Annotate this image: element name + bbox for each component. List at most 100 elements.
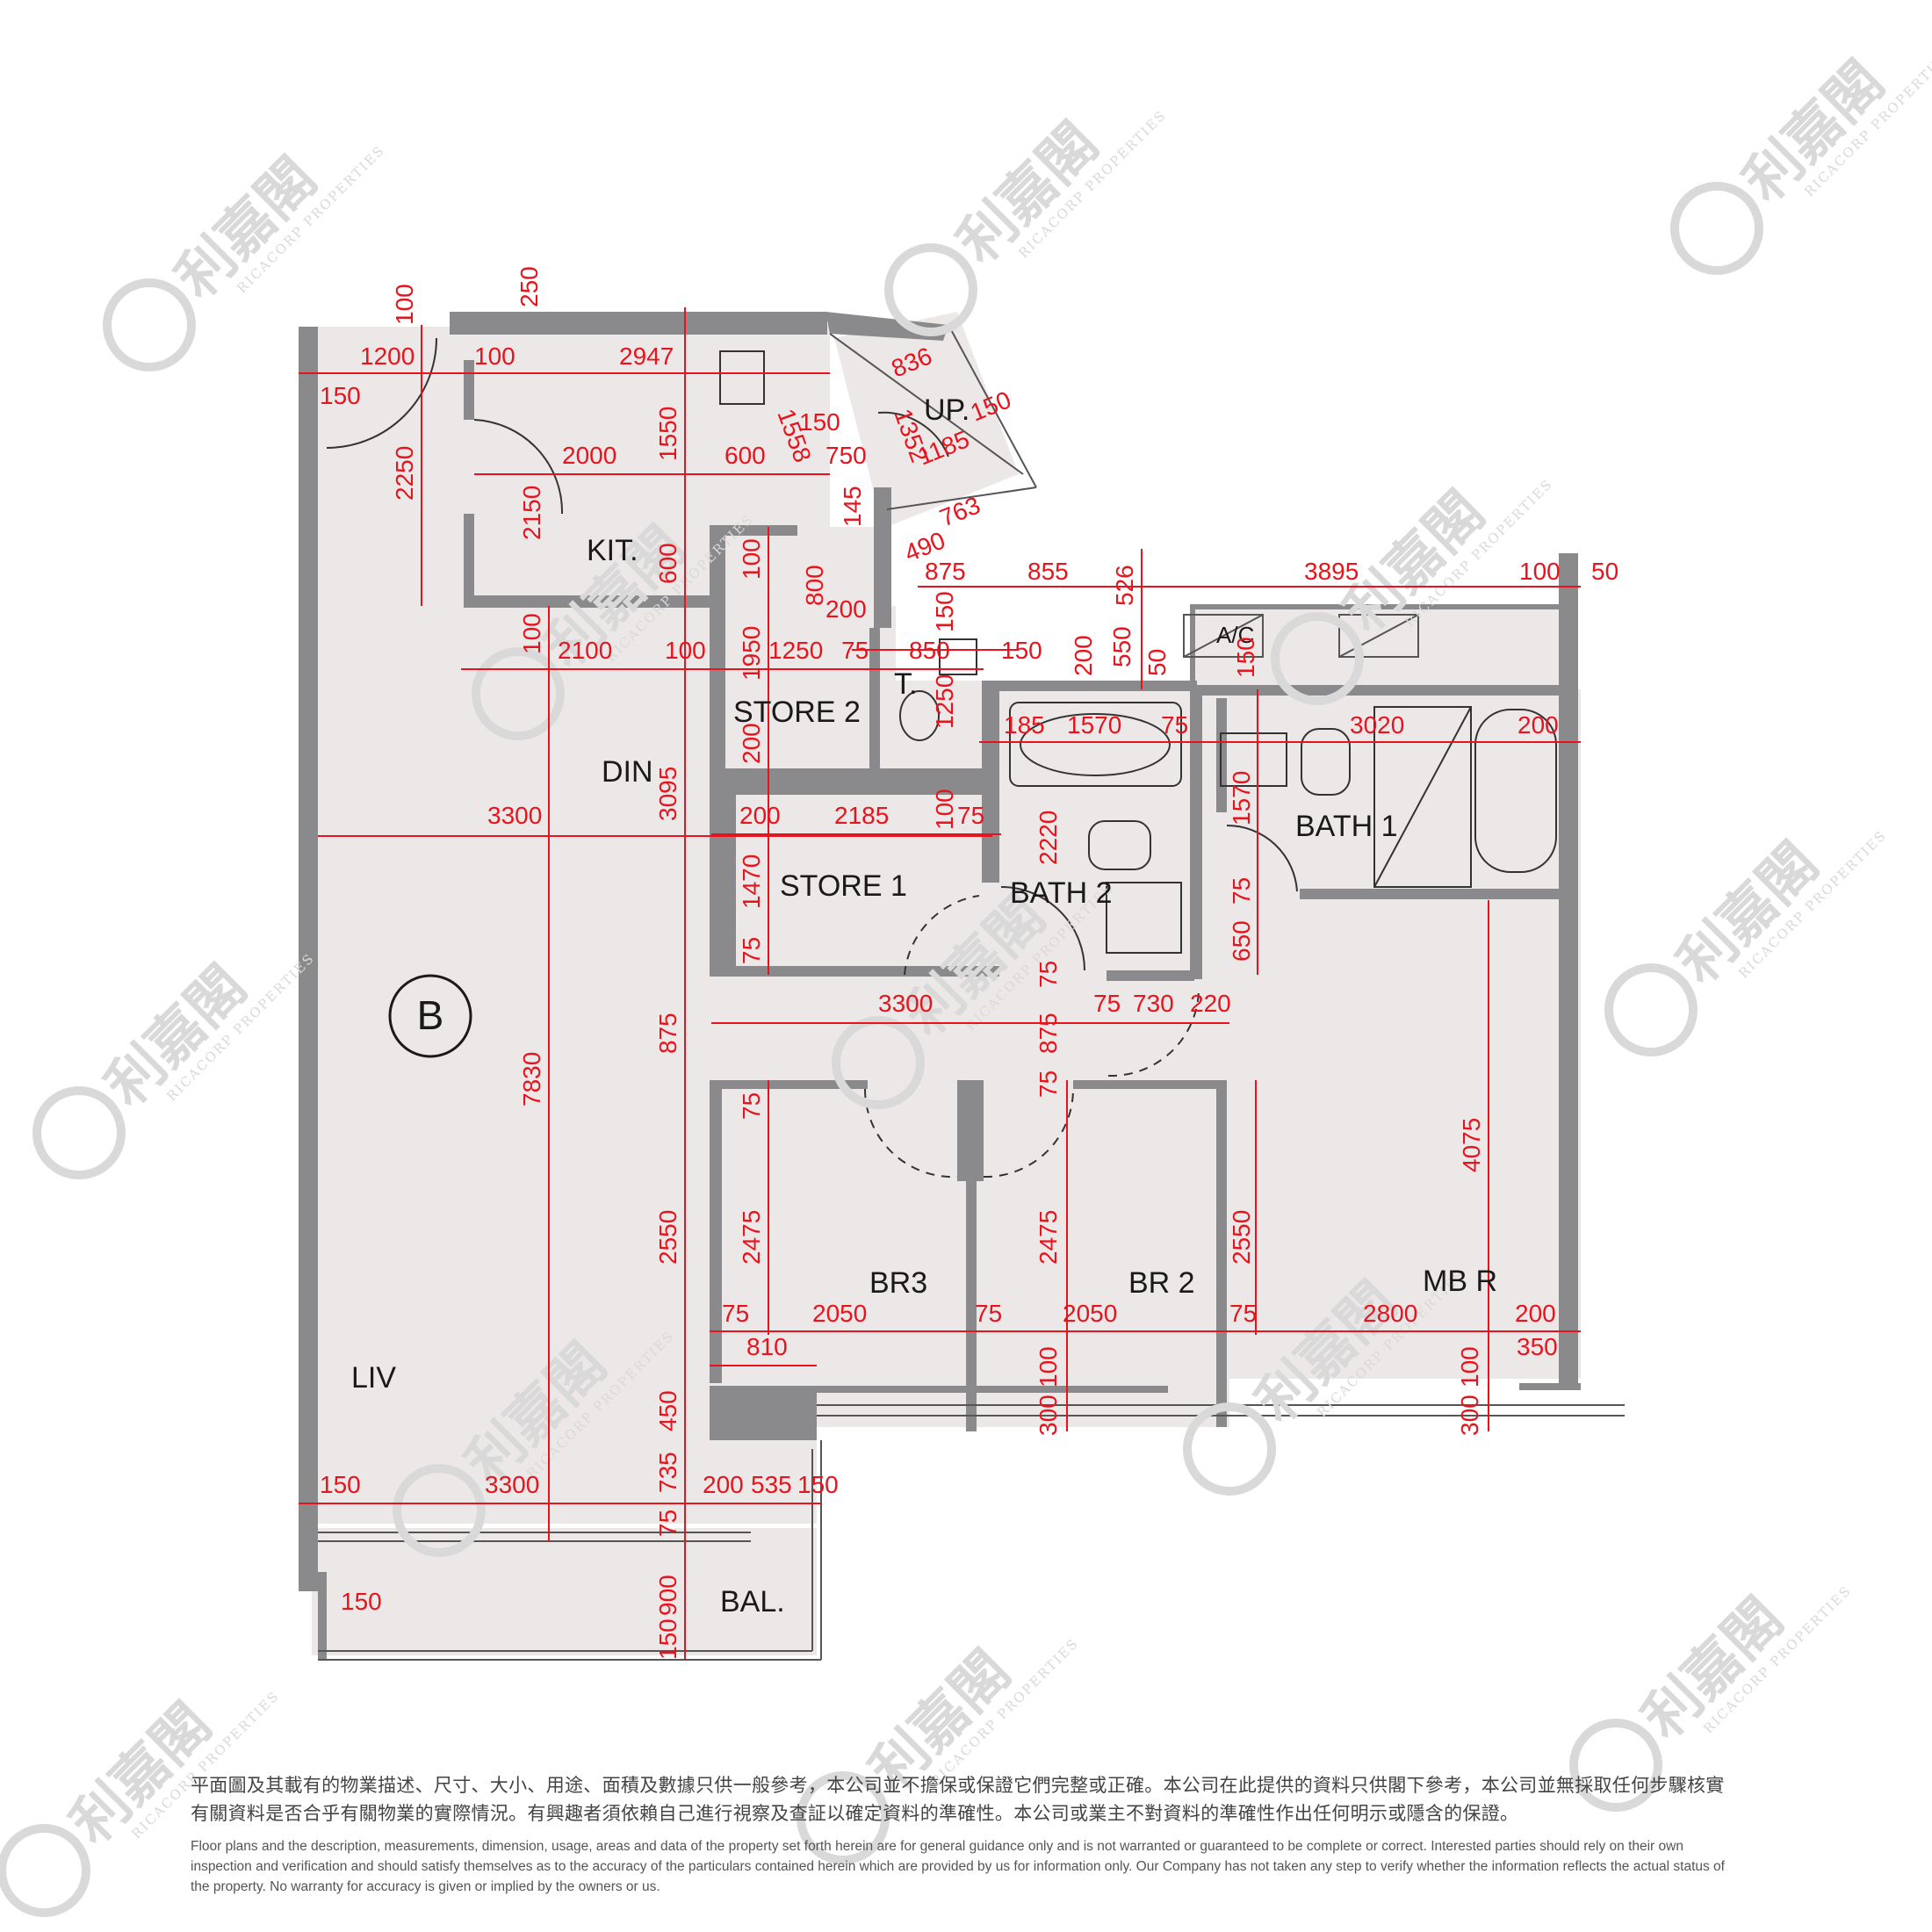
dim-label-d99: 75: [654, 1510, 681, 1537]
dim-label-d33: 2100: [558, 637, 612, 664]
dim-label-d90: 450: [654, 1390, 681, 1431]
wall-store1-west: [710, 795, 736, 975]
dim-label-d100: 150: [341, 1588, 382, 1615]
dim-label-d20: 2150: [518, 486, 545, 540]
wall-west: [299, 327, 318, 1591]
dim-label-d43: 50: [1143, 649, 1171, 676]
dim-label-d52: 3095: [654, 767, 681, 821]
bathtub-bath2-inner: [1020, 713, 1171, 776]
stair-outer-3: [886, 487, 1037, 510]
dim-label-d98: 150: [797, 1471, 839, 1498]
dim-label-d39: 150: [1001, 637, 1042, 664]
wall-toilet-east: [982, 681, 999, 782]
wall-kit-east: [874, 487, 891, 628]
dim-label-d77: 2475: [1034, 1210, 1062, 1265]
toilet-t-basin: [939, 638, 977, 675]
watermark-logo-11: [0, 1824, 90, 1917]
dim-label-d4: 100: [474, 342, 515, 370]
room-label-store2: STORE 2: [733, 696, 861, 729]
wall-bath2-east: [1190, 689, 1202, 979]
stair-door-swing[interactable]: [877, 411, 949, 458]
door-swings: [326, 337, 1298, 1179]
dim-label-d48: 75: [1161, 711, 1188, 739]
dim-label-d68: 220: [1190, 990, 1231, 1017]
dim-label-d28: 3895: [1304, 558, 1359, 585]
kitchen-door-swing[interactable]: [473, 419, 564, 515]
dim-label-d12: 150: [799, 408, 840, 436]
dim-label-d72: 75: [738, 1092, 765, 1120]
wall-bath2-south: [1107, 970, 1194, 981]
dim-label-d88: 100: [1456, 1346, 1483, 1388]
dim-label-d26: 855: [1027, 558, 1069, 585]
dim-label-d51: 200: [738, 723, 765, 764]
dim-label-d58: 2220: [1034, 811, 1062, 865]
dim-label-d84: 2800: [1363, 1300, 1417, 1327]
entry-door-swing[interactable]: [326, 337, 437, 449]
dim-label-d54: 200: [739, 802, 781, 829]
br2-door-swing[interactable]: [983, 1088, 1074, 1179]
watermark-logo-3: [1670, 182, 1763, 275]
dim-label-d40: 150: [931, 591, 958, 632]
dim-label-d78: 2550: [1228, 1210, 1255, 1265]
mbr-door-swing[interactable]: [1107, 987, 1200, 1078]
store1-door-swing[interactable]: [904, 895, 980, 976]
wall-store2-west: [710, 527, 725, 771]
watermark-logo-10: [1183, 1402, 1276, 1496]
dim-label-d101: 900: [654, 1575, 681, 1616]
wall-kitchen-door-jamb: [464, 360, 474, 420]
watermark-logo-6: [32, 1086, 126, 1179]
dim-label-d65: 3300: [878, 990, 933, 1017]
dim-label-d80: 2050: [812, 1300, 867, 1327]
watermark-logo-12: [797, 1771, 890, 1864]
room-label-br2: BR 2: [1128, 1266, 1195, 1300]
dim-label-d81: 75: [975, 1300, 1002, 1327]
dim-label-d18: 145: [839, 486, 866, 527]
wall-store-divider: [710, 768, 999, 795]
dim-label-d86: 810: [746, 1333, 788, 1360]
room-label-balcony: BAL.: [720, 1585, 785, 1618]
ac-box-2: [1338, 614, 1419, 658]
dim-label-d10: 600: [724, 442, 766, 469]
wall-bath2-north: [999, 681, 1197, 691]
bathtub-bath1: [1474, 709, 1557, 873]
bath2-door-swing[interactable]: [1000, 886, 1085, 971]
outlines: [318, 324, 1625, 1661]
dim-label-d95: 735: [654, 1452, 681, 1493]
unit-badge-circle: [388, 974, 472, 1058]
wall-ac-east: [1563, 553, 1570, 685]
dim-label-d53: 3300: [487, 802, 542, 829]
watermark-logo-7: [832, 1016, 925, 1109]
wall-balcony-west: [318, 1572, 327, 1660]
dim-label-d21: 600: [654, 543, 681, 584]
dim-label-d32: 100: [518, 613, 545, 654]
watermark-8: 利嘉閣 RICACORP PROPERTIES: [1604, 827, 1890, 1056]
walls: [299, 312, 1581, 1660]
dim-label-d1: 100: [391, 284, 418, 325]
dim-label-d27: 526: [1111, 565, 1138, 606]
dim-label-d47: 1570: [1067, 711, 1121, 739]
toilet-bowl-bath2: [1088, 820, 1151, 870]
dim-label-d57: 75: [957, 802, 984, 829]
dim-label-d70: 875: [1034, 1013, 1062, 1054]
bath1-door-swing[interactable]: [1226, 824, 1298, 892]
dim-label-d44: 150: [1232, 637, 1259, 678]
wall-ac-north: [1190, 604, 1563, 609]
dim-label-d59: 1570: [1228, 771, 1255, 825]
ac-box-2-diag: [1338, 614, 1419, 658]
dim-label-d82: 2050: [1063, 1300, 1117, 1327]
dim-label-d62: 650: [1228, 920, 1255, 962]
dimension-lines: [299, 307, 1581, 1660]
room-label-br3: BR3: [869, 1266, 927, 1300]
wall-br3-north: [710, 1080, 868, 1089]
dim-label-d6: 150: [320, 382, 361, 409]
dim-label-d49: 3020: [1350, 711, 1404, 739]
dim-label-d7: 1550: [654, 407, 681, 461]
dim-label-d61: 75: [1228, 877, 1255, 905]
watermark-2: 利嘉閣 RICACORP PROPERTIES: [884, 107, 1170, 336]
dim-label-d30: 50: [1591, 558, 1618, 585]
basin-bath2: [1106, 882, 1182, 954]
dim-label-d5: 2947: [619, 342, 674, 370]
dim-label-d37: 75: [841, 637, 869, 664]
room-label-store1: STORE 1: [780, 869, 907, 903]
